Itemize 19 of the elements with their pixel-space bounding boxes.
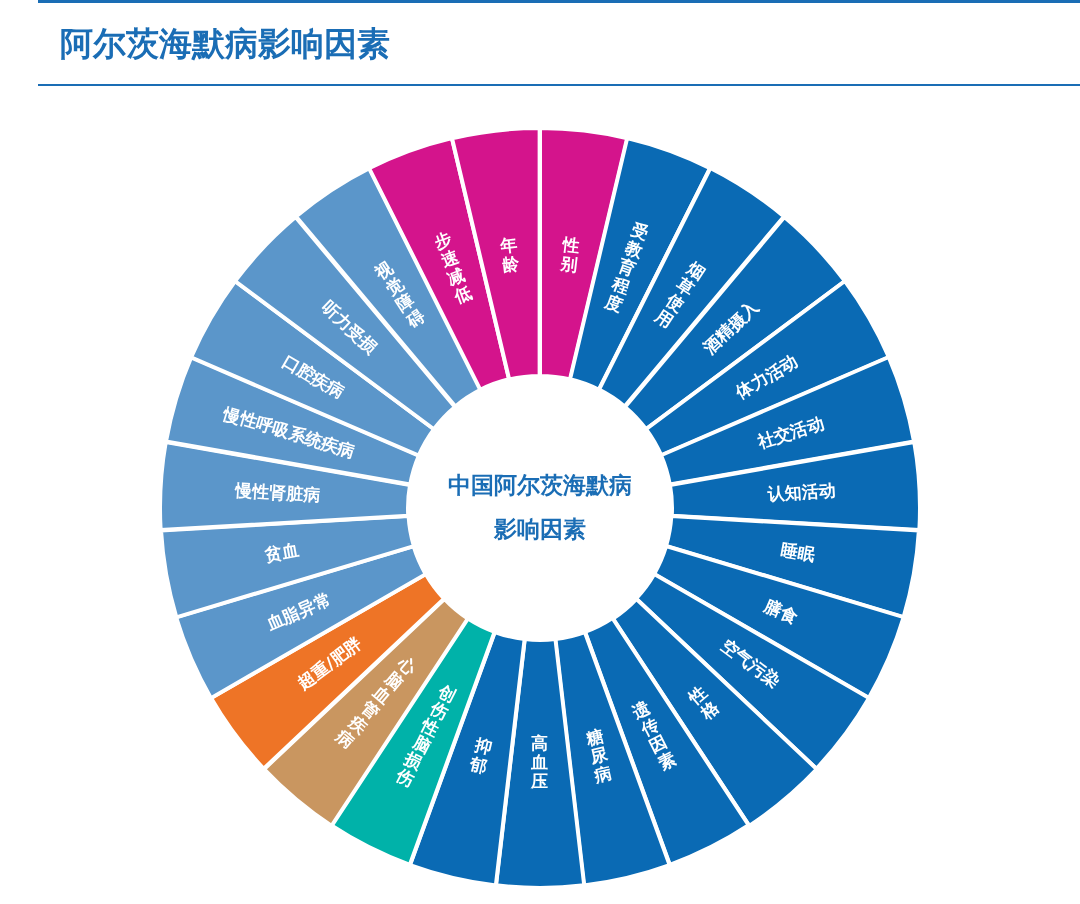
segment-label: 高血压	[530, 734, 550, 792]
segment-label: 性别	[558, 234, 582, 275]
segment-label: 抑郁	[467, 735, 495, 777]
segment-label: 步速减低	[431, 229, 475, 308]
segment-label: 社交活动	[755, 413, 827, 452]
page-title: 阿尔茨海默病影响因素	[60, 23, 390, 65]
segment-label: 遗传因素	[629, 697, 680, 775]
segment-label: 糖尿病	[583, 726, 615, 787]
segment-label: 睡眠	[779, 540, 817, 567]
center-label: 中国阿尔茨海默病影响因素	[447, 471, 633, 544]
segment-label: 受教育程度	[602, 220, 653, 317]
segment-label: 膳食	[761, 596, 801, 628]
segment-label: 贫血	[263, 540, 301, 567]
segment-label: 认知活动	[767, 481, 837, 505]
segment-label: 慢性呼吸系统疾病	[221, 404, 357, 462]
segment-label: 慢性肾脏病	[235, 480, 322, 505]
segment-label: 超重/肥胖	[294, 634, 366, 695]
segment-label: 年龄	[498, 234, 522, 275]
segment-label: 血脂异常	[264, 589, 335, 635]
